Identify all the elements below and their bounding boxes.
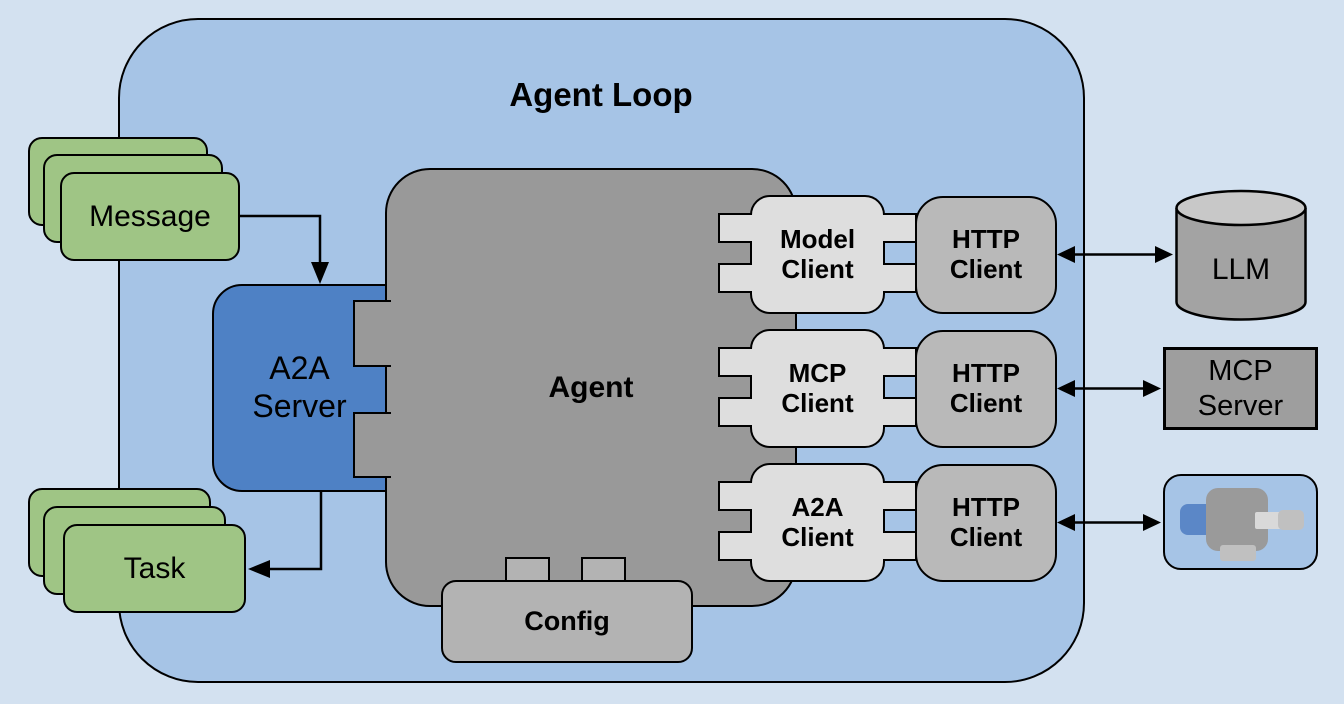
http-client-label: Client — [949, 522, 1023, 552]
puzzle-tab — [718, 347, 752, 377]
http-client-box-2: HTTP Client — [915, 330, 1057, 448]
http-client-label: Client — [949, 388, 1023, 418]
http-client-label: Client — [949, 254, 1023, 284]
agent-left-tab-1 — [353, 300, 391, 367]
mcp-client-box: MCP Client — [750, 329, 885, 448]
mcp-server-box: MCP Server — [1163, 347, 1318, 430]
config-tab-2 — [581, 557, 626, 582]
mcp-server-label-line2: Server — [1197, 389, 1284, 422]
http-client-label: HTTP — [952, 224, 1020, 255]
mini-config-icon — [1220, 545, 1256, 561]
puzzle-tab — [883, 347, 917, 377]
puzzle-tab — [718, 213, 752, 243]
model-client-label: Model — [779, 223, 856, 254]
puzzle-tab — [883, 263, 917, 293]
task-card: Task — [63, 524, 246, 613]
http-client-box-3: HTTP Client — [915, 464, 1057, 582]
config-tab-1 — [505, 557, 550, 582]
puzzle-tab — [718, 263, 752, 293]
puzzle-tab — [718, 397, 752, 427]
puzzle-tab — [718, 531, 752, 561]
model-client-label: Client — [781, 253, 854, 284]
model-client-box: Model Client — [750, 195, 885, 314]
http-client-label: HTTP — [952, 358, 1020, 389]
remote-agent-icon — [1163, 474, 1318, 570]
a2a-client-label: A2A — [791, 491, 844, 522]
llm-database-cylinder — [1175, 188, 1307, 324]
mcp-client-label: MCP — [788, 357, 847, 388]
agent-label: Agent — [548, 370, 634, 404]
a2a-server-label-line1: A2A — [269, 350, 330, 387]
puzzle-tab — [883, 531, 917, 561]
puzzle-tab — [883, 397, 917, 427]
llm-label: LLM — [1211, 253, 1271, 286]
a2a-client-label: Client — [781, 521, 854, 552]
mini-client-icon — [1255, 512, 1283, 529]
puzzle-tab — [883, 213, 917, 243]
mcp-client-label: Client — [781, 387, 854, 418]
mini-http-client-icon — [1278, 510, 1304, 530]
a2a-client-box: A2A Client — [750, 463, 885, 582]
http-client-label: HTTP — [952, 492, 1020, 523]
cylinder-shape — [1175, 189, 1307, 321]
puzzle-tab — [718, 481, 752, 511]
message-card: Message — [60, 172, 240, 261]
task-label: Task — [123, 551, 186, 585]
http-client-box-1: HTTP Client — [915, 196, 1057, 314]
a2a-server-label-line2: Server — [252, 388, 347, 424]
agent-left-tab-2 — [353, 412, 391, 478]
config-box: Config — [441, 580, 693, 663]
mcp-server-label-line1: MCP — [1208, 354, 1273, 387]
config-label: Config — [524, 606, 610, 636]
agent-loop-title: Agent Loop — [509, 76, 693, 113]
message-label: Message — [89, 199, 211, 233]
puzzle-tab — [883, 481, 917, 511]
